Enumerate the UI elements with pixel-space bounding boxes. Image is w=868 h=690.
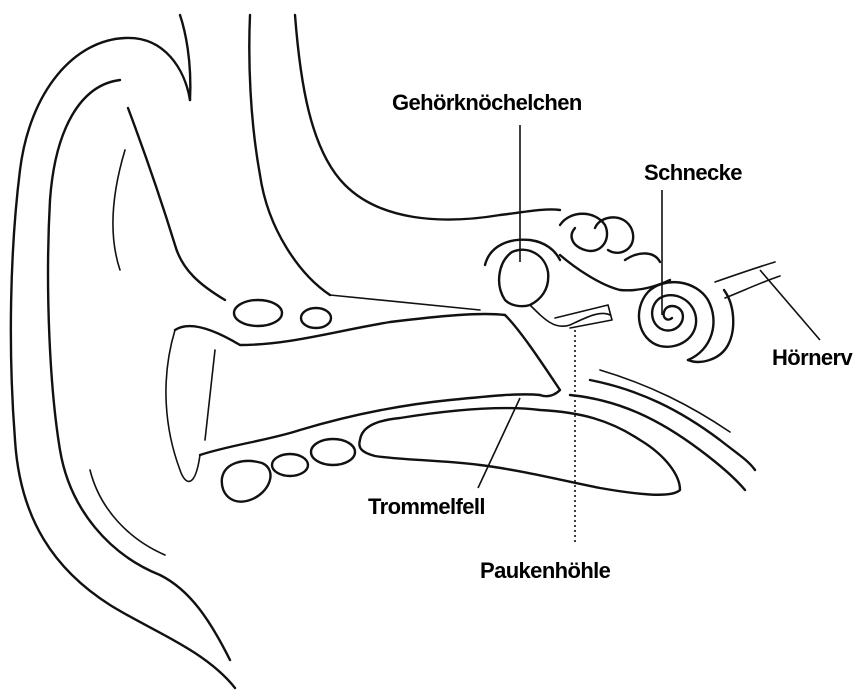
cochlea-spiral bbox=[639, 282, 733, 362]
leader-nerve bbox=[760, 270, 820, 340]
eardrum-shape bbox=[505, 315, 560, 396]
label-cochlea: Schnecke bbox=[644, 160, 742, 185]
tympanic-cavity-shape bbox=[359, 370, 755, 495]
label-eardrum: Trommelfell bbox=[368, 494, 485, 519]
skull-contours bbox=[249, 15, 560, 310]
auricle bbox=[11, 15, 235, 688]
leader-lines bbox=[478, 125, 820, 545]
bone-cavities bbox=[222, 300, 355, 502]
leader-eardrum bbox=[478, 398, 520, 488]
label-auditory-nerve: Hörnerv bbox=[772, 345, 854, 370]
label-tympanic-cavity: Paukenhöhle bbox=[480, 558, 611, 583]
semicircular-canals bbox=[560, 214, 670, 291]
label-ossicles: Gehörknöchelchen bbox=[392, 90, 582, 115]
